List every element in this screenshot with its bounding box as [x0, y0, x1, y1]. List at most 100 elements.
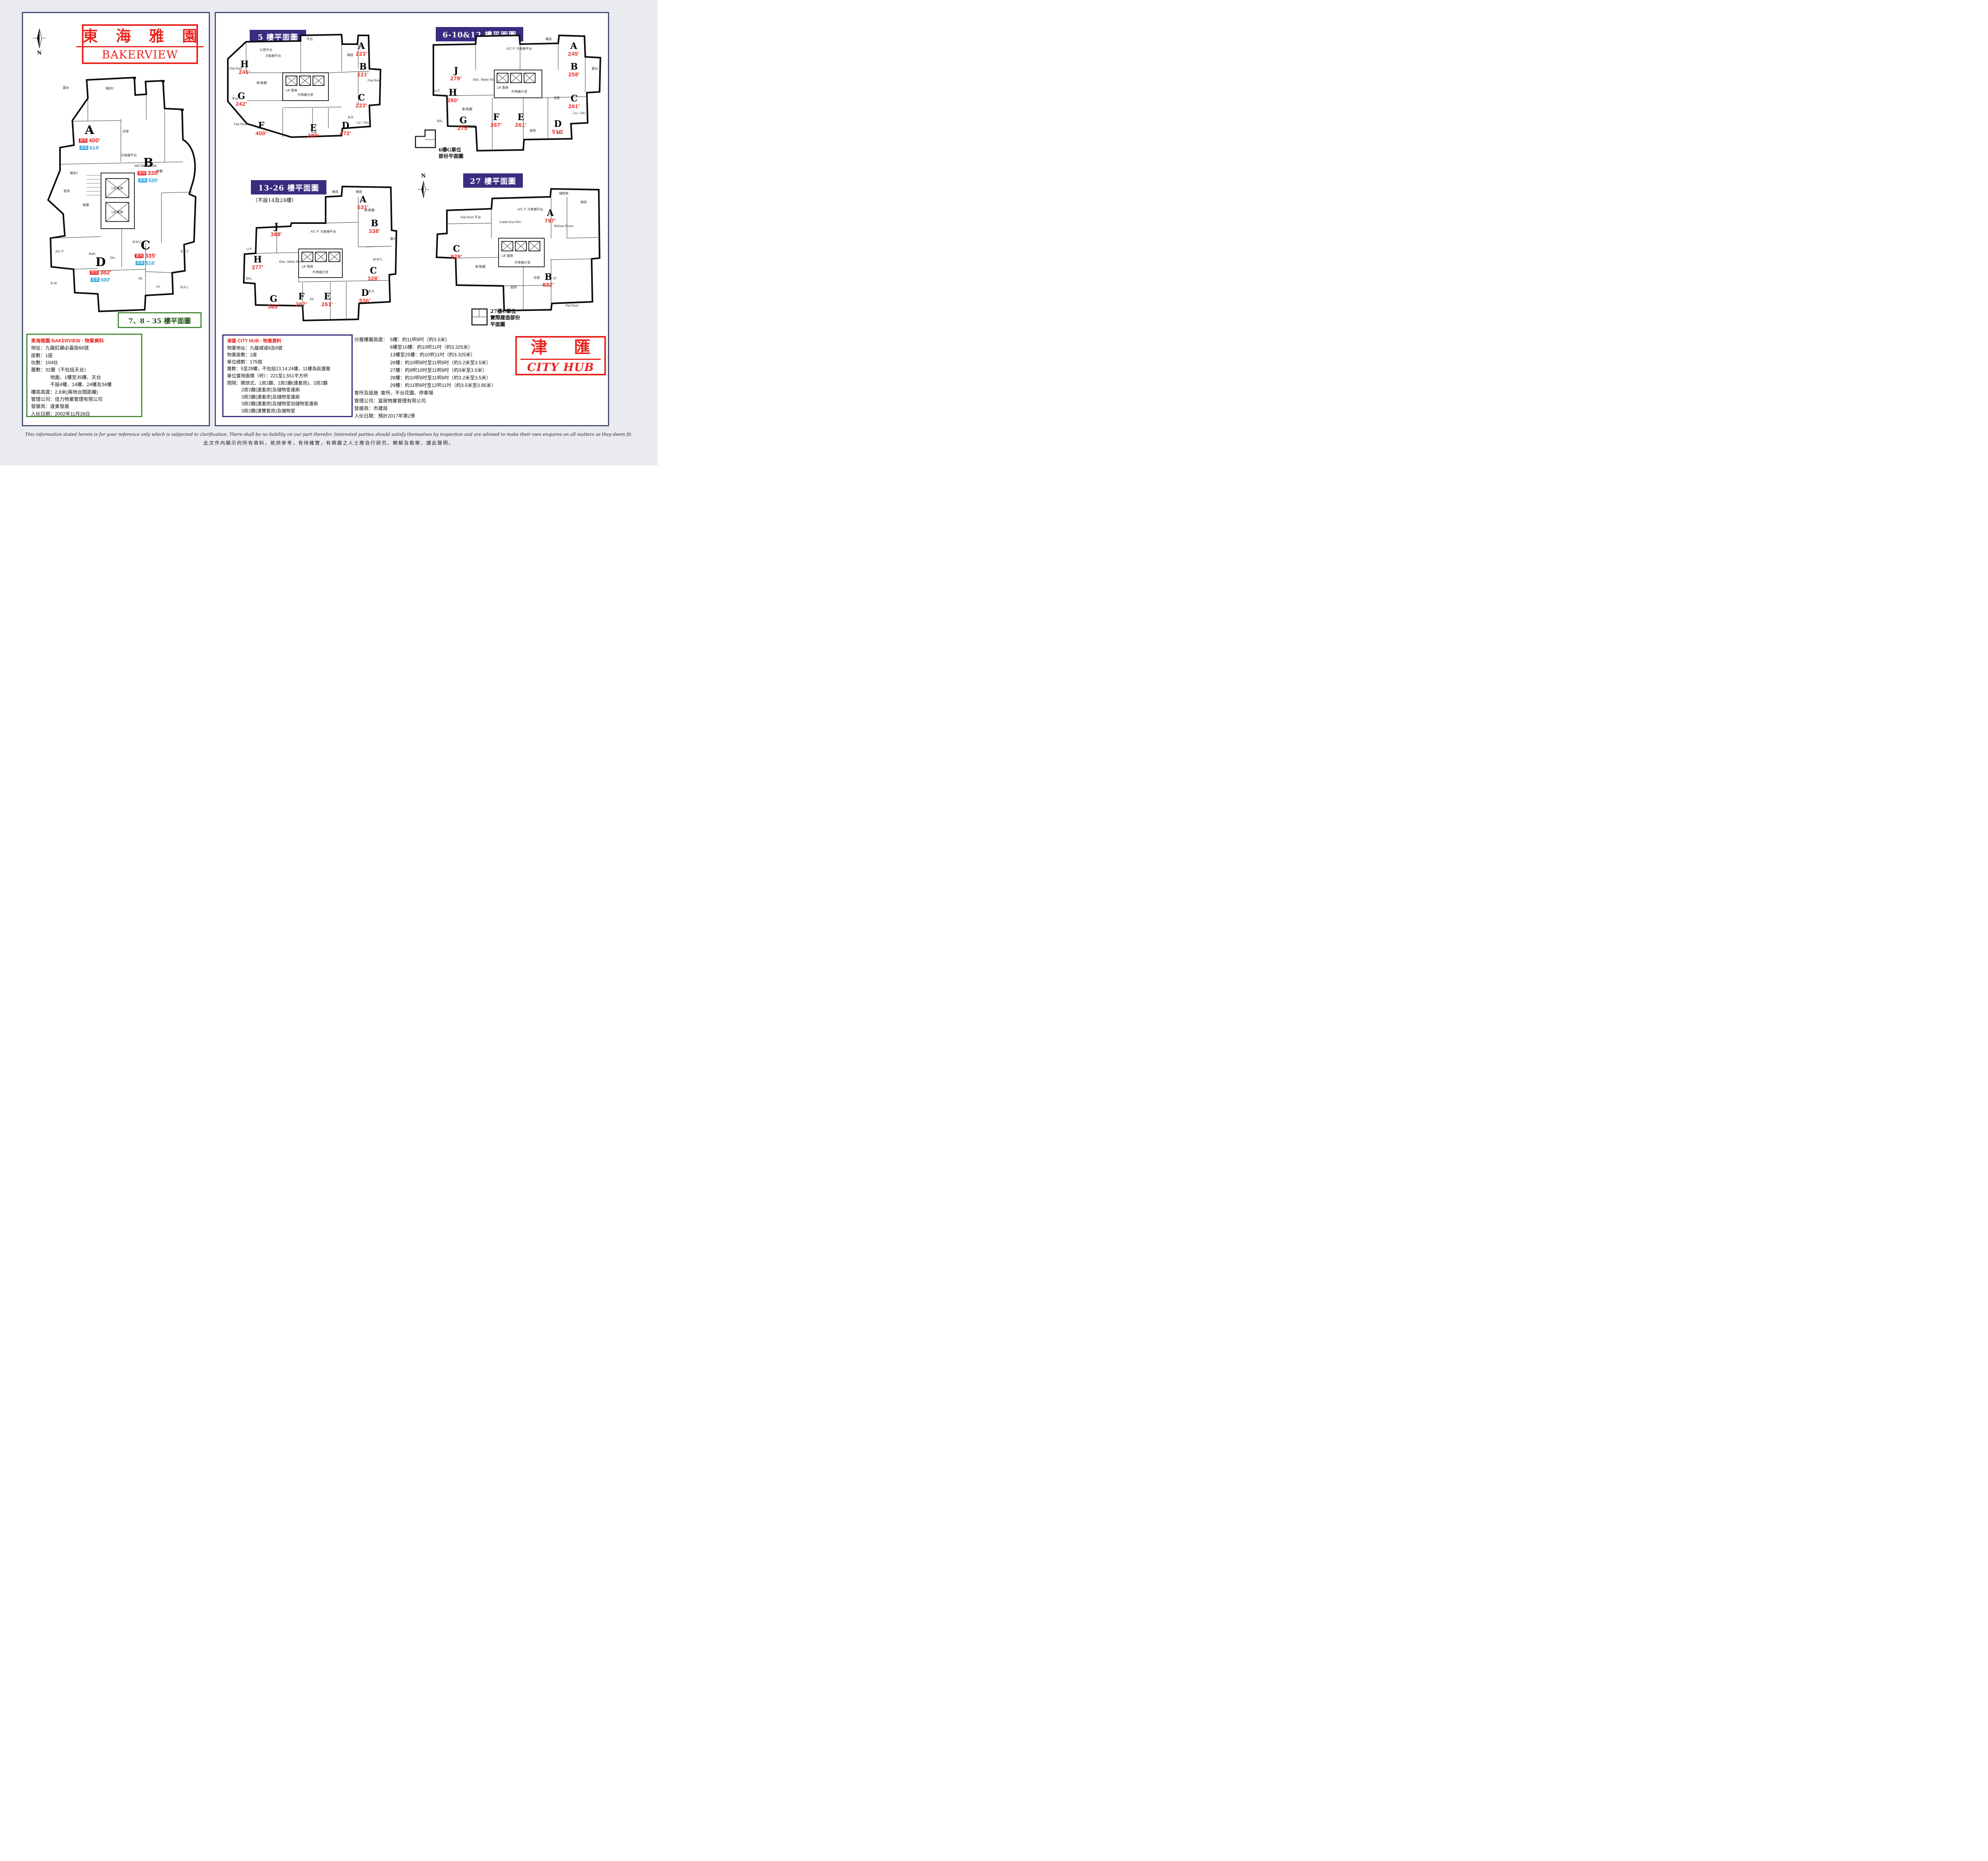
cityhub-info-right: 分層樓層高度： 5樓：約11呎6吋（約3.5米） 6樓至10樓：約10呎11吋（…	[354, 336, 513, 420]
room-label: 升降機大堂	[313, 270, 328, 274]
info-line: 管理公司：富居物業管理有限公司	[354, 398, 426, 404]
cityhub-info-box: 津匯 CITY HUB - 物業資料 物業地址：九龍城道6及8號 物業座數：1座…	[222, 334, 353, 417]
compass-needle-icon	[417, 181, 429, 198]
compass-icon: N	[415, 173, 431, 200]
info-line: 3房2廳(連雙套房)及儲物室	[241, 408, 295, 414]
room-label: Lift 電梯	[502, 254, 513, 258]
info-line: 物業座數：1座	[227, 353, 257, 358]
room-label: Flat Roof 平台	[461, 215, 481, 219]
compass-needle-icon	[33, 28, 46, 49]
plan13-subtitle: （不設14及24樓）	[252, 198, 297, 204]
room-label: Liv. / Din.	[357, 121, 370, 124]
room-label: A/C P.	[55, 250, 64, 253]
room-label: 睡房	[356, 190, 362, 194]
cityhub-title-zh: 津 匯	[520, 338, 601, 360]
room-label: Liv. / Din.	[573, 111, 586, 115]
room-label: B.R.1	[181, 286, 189, 289]
info-line: 地址：九龍紅磡必嘉街66號	[31, 345, 89, 351]
room-label: Flat Roof	[565, 304, 579, 307]
room-label: 客/飯廳	[475, 264, 485, 268]
info-line: 層數：5至29樓，不包括13,14,24樓，11樓為庇護層	[227, 367, 330, 372]
room-label: B.R.	[348, 116, 354, 119]
info-line: 會所及設施 :會所、平台花園、停車場	[354, 390, 433, 396]
room-label: Elec. Meter Rm.	[279, 260, 302, 264]
plan13-title: 13-26 樓平面圖	[251, 180, 326, 194]
info-title: 津匯 CITY HUB - 物業資料	[227, 339, 282, 344]
room-label: A/C P. 冷氣機平台	[311, 229, 336, 233]
info-line: 座數：1座	[31, 352, 53, 358]
floor-height-line: 26樓：約10呎6吋至11呎6吋（約3.2米至3.5米）	[390, 359, 491, 365]
plan6-fragment-svg	[415, 129, 436, 148]
floor-height-line: 29樓：約11呎6吋至12呎11吋（約3.5米至3.95米）	[390, 383, 496, 389]
info-line: 發展商：遠東發展	[31, 404, 70, 410]
floor-height-line: 5樓：約11呎6吋（約3.5米）	[390, 337, 450, 342]
room-label: 平台	[307, 37, 313, 41]
info-line: 物業地址：九龍城道6及8號	[227, 346, 283, 351]
plan27-floorplan-svg: Flat Roof 平台 A/C P. 冷氣機平台 升降機大堂 Lift 電梯 …	[435, 188, 601, 312]
room-label: U.P.	[247, 247, 252, 251]
info-line: 2房2廳(連套房)及儲物室連廁	[241, 388, 300, 393]
info-line: 伙數：104伙	[31, 360, 58, 366]
plan6-note: 6樓G單位 部份平面圖	[439, 147, 464, 159]
info-line: 管理公司：佳力物業管理有限公司	[31, 396, 103, 402]
room-label: 睡房2	[106, 86, 114, 90]
room-label: ST.	[553, 277, 557, 280]
bakerview-title-en: BAKERVIEW	[102, 48, 178, 62]
room-label: Elec. Meter Rm.	[473, 78, 495, 82]
cityhub-panel: 5 樓平面圖 平台 公用平台 冷氣機平台 Flat Roof Flat Roof…	[215, 12, 609, 426]
room-label: 公用平台	[260, 48, 272, 52]
room-label: Kit.	[138, 277, 143, 280]
north-label: N	[37, 50, 42, 56]
room-label: 升降機大堂	[511, 89, 527, 93]
gross-area: 520'	[148, 177, 158, 183]
info-line: 3房2廳(連套房)及儲物室連廁	[241, 394, 300, 400]
plan13-floorplan-svg: 睡房 睡房 客/飯廳 A/C P. 冷氣機平台 升降機大堂 Lift 電梯 El…	[243, 185, 398, 322]
info-title: 東海雅園 BAKERVIEW - 物業資料	[31, 338, 104, 344]
room-label: 升降機大堂	[514, 260, 530, 264]
saleable-tag: 實用	[90, 270, 99, 275]
info-line: 入伙日期：預計2017年第2季	[354, 413, 415, 419]
info-line: 地面、1樓至35樓、天台	[50, 374, 101, 380]
bakerview-title-zh: 東 海 雅 園	[76, 27, 204, 48]
room-label: Lift 電梯	[112, 210, 123, 214]
room-label: W.M.C.	[132, 240, 143, 244]
room-label: B.R.	[369, 289, 375, 293]
room-label: Lift 電梯	[302, 264, 313, 268]
saleable-tag: 實用	[79, 138, 88, 143]
room-label: Bath	[89, 252, 95, 256]
room-label: 客/飯廳	[364, 208, 375, 212]
saleable-area: 382'	[100, 269, 111, 276]
room-label: Lift 電梯	[112, 186, 123, 190]
gross-area: 600'	[101, 277, 111, 283]
room-label: 睡房	[546, 37, 552, 41]
gross-area: 516'	[146, 260, 155, 266]
saleable-area: 400'	[89, 137, 100, 144]
info-line: 發展商：市建局	[354, 405, 388, 411]
room-label: 廚房	[64, 189, 70, 193]
disclaimer-en: This information stated herein is for yo…	[25, 432, 633, 437]
plan5-floorplan-svg: 平台 公用平台 冷氣機平台 Flat Roof Flat Roof 平台 Fla…	[227, 33, 382, 138]
room-label: 平台	[311, 130, 317, 134]
floor-height-line: 6樓至10樓：約10呎11吋（約3.325米）	[390, 344, 473, 350]
room-label: Lift 電梯	[286, 88, 297, 92]
cityhub-title-en: CITY HUB	[527, 360, 594, 374]
info-line: 單位實用面積（呎）：221至1,551平方呎	[227, 373, 308, 379]
room-label: W.M.C.	[373, 258, 383, 261]
gross-area: 614'	[89, 145, 99, 151]
room-label: 睡房1	[70, 171, 78, 175]
info-line: 3房2廳(連套房)及儲物室加儲物室連廁	[241, 402, 318, 407]
